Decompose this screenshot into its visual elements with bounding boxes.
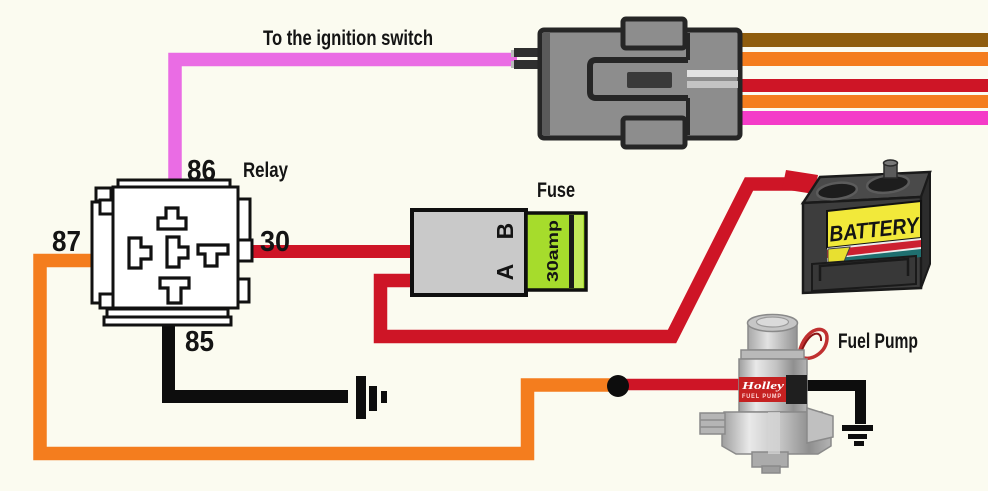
ground-bar-short xyxy=(854,441,864,446)
relay-bottom-flange xyxy=(102,315,233,327)
diagram-labels: To the ignition switch 86 Relay 87 30 85… xyxy=(52,27,918,358)
pump-brand-subtext: FUEL PUMP xyxy=(742,394,782,400)
connector-slot-key xyxy=(627,72,672,88)
connector-latch-top xyxy=(620,16,688,51)
connector-slot xyxy=(587,57,688,101)
pump-label-band-black xyxy=(786,375,807,404)
ground-symbol-pump xyxy=(842,425,873,446)
battery: BATTERY xyxy=(782,159,932,295)
orange-wire-87-to-junction xyxy=(33,253,612,461)
relay-blade-86 xyxy=(156,206,188,231)
ignition-wire-label: To the ignition switch xyxy=(263,27,433,50)
battery-post-opening xyxy=(815,181,859,201)
connector-pin xyxy=(514,48,542,57)
pump-bottom-nub xyxy=(761,465,781,474)
relay-blade-87 xyxy=(127,236,153,270)
pump-brand-text: Holley xyxy=(741,381,785,392)
pump-cap-detail xyxy=(755,316,790,328)
connector-left-face xyxy=(542,33,550,135)
fuse-rating-label: 30amp xyxy=(545,220,562,282)
ground-bar-tall xyxy=(356,376,366,419)
relay-latch-detail xyxy=(98,292,115,310)
connector-terminal-stripe xyxy=(687,70,738,77)
fuel-pump-label: Fuel Pump xyxy=(838,330,918,353)
ground-bar-mid xyxy=(848,434,867,439)
relay-pin-30-label: 30 xyxy=(260,226,290,258)
battery-stripe-red xyxy=(827,240,921,258)
pump-collar xyxy=(740,349,805,360)
relay-label: Relay xyxy=(243,159,288,182)
ground-bar-mid xyxy=(369,386,377,411)
battery-post-top xyxy=(882,159,899,167)
relay-socket xyxy=(90,178,254,327)
relay-pin-87-label: 87 xyxy=(52,226,81,258)
fuel-pump: Holley FUEL PUMP xyxy=(699,313,834,474)
connector-pin xyxy=(514,60,542,69)
ignition-connector xyxy=(511,16,743,150)
fuse-cartridge-edge xyxy=(574,215,583,288)
relay-left-column xyxy=(90,200,116,305)
battery-terminal-clamp xyxy=(782,170,818,194)
fuse-holder xyxy=(410,208,588,297)
fuse-holder-body xyxy=(410,208,528,297)
fuse-label: Fuse xyxy=(537,179,575,202)
pink-wire-86-to-ignition xyxy=(168,52,517,190)
pump-bottom-block xyxy=(751,451,789,468)
wire-junction-dot xyxy=(607,375,629,397)
black-wire-85-to-ground xyxy=(162,320,348,403)
fuse-slot-a-label: A xyxy=(492,264,518,281)
fuse-slot-b-label: B xyxy=(492,223,518,240)
relay-pin-85-label: 85 xyxy=(185,326,214,358)
ground-symbol-relay xyxy=(356,376,387,419)
connector-latch-bottom xyxy=(620,115,688,150)
battery-panel-groove xyxy=(818,257,910,281)
ground-bar-tall xyxy=(842,425,873,431)
pump-ridge-highlight xyxy=(768,412,780,454)
connector-terminal-stripe xyxy=(687,81,738,88)
red-wire-fuse-to-battery xyxy=(373,177,802,344)
pump-pigtail-wire xyxy=(797,327,829,361)
relay-blade-85 xyxy=(158,276,191,305)
pump-label-band xyxy=(739,377,791,402)
pump-inlet-hex xyxy=(699,412,726,435)
relay-pin-86-label: 86 xyxy=(187,155,216,187)
relay-latch-detail xyxy=(98,198,115,216)
pump-outlet-hex xyxy=(806,406,834,444)
fuse-cartridge-line xyxy=(569,215,574,288)
relay-blade-30 xyxy=(196,243,230,268)
pump-pigtail-wire xyxy=(801,332,823,351)
relay-blade-center xyxy=(165,235,190,269)
ground-bar-short xyxy=(381,391,387,403)
black-wire-pump-to-ground xyxy=(798,380,866,424)
wires xyxy=(33,33,988,461)
